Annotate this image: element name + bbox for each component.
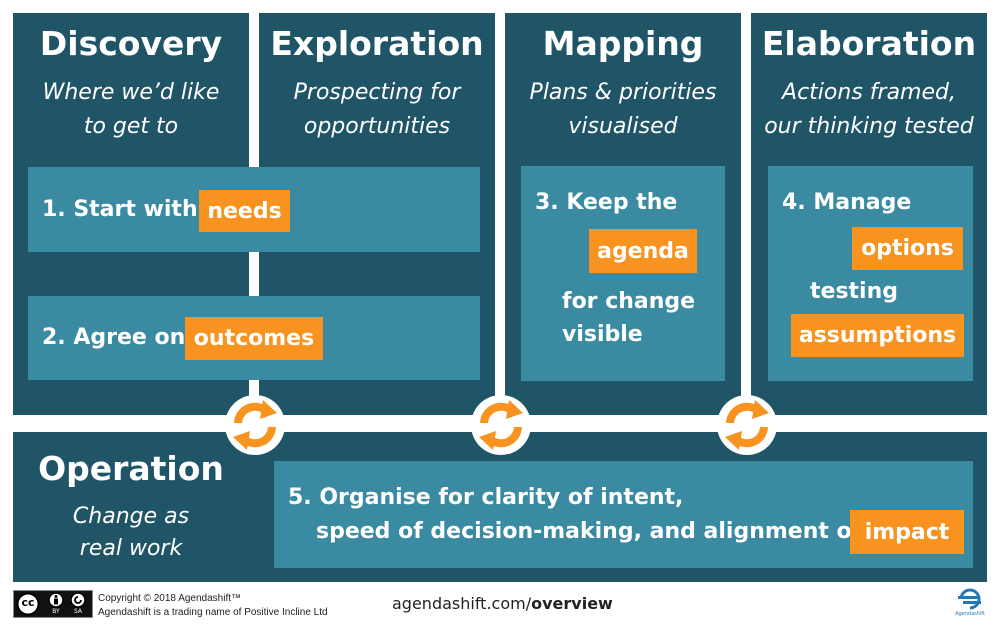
agendashift-logo-icon xyxy=(958,588,981,610)
column-subtitle-elaboration-1: Actions framed, xyxy=(782,80,956,105)
highlight-assumptions: assumptions xyxy=(791,314,964,357)
step-4-line-3: testing xyxy=(810,279,898,304)
operation-subtitle-2: real work xyxy=(79,536,183,561)
column-subtitle-discovery-2: to get to xyxy=(83,114,179,139)
highlight-agenda: agenda xyxy=(589,229,697,273)
cycle-arrows-icon xyxy=(717,395,777,455)
step-5-line-1: 5. Organise for clarity of intent, xyxy=(288,485,684,510)
step-3-line-1: 3. Keep the xyxy=(535,190,678,215)
column-subtitle-elaboration-2: our thinking tested xyxy=(764,114,974,139)
cc-icon xyxy=(16,592,40,616)
overview-link[interactable]: agendashift.com/overview xyxy=(392,594,613,613)
step-4-line-1: 4. Manage xyxy=(782,190,912,215)
column-subtitle-exploration-1: Prospecting for xyxy=(293,80,461,105)
highlight-needs: needs xyxy=(199,190,290,232)
column-title-elaboration: Elaboration xyxy=(761,24,977,63)
attribution-icon xyxy=(48,592,64,608)
column-title-mapping: Mapping xyxy=(542,24,704,63)
copyright-text: Copyright © 2018 Agendashift™ xyxy=(98,593,242,604)
cc-label: cc xyxy=(21,596,35,609)
highlight-outcomes: outcomes xyxy=(185,317,323,360)
highlight-options: options xyxy=(852,227,963,270)
agendashift-logo-text: Agendashift xyxy=(955,611,985,617)
step-1-text: 1. Start with xyxy=(42,197,198,222)
operation-title: Operation xyxy=(38,449,224,488)
column-subtitle-discovery-1: Where we’d like xyxy=(42,80,220,105)
column-title-discovery: Discovery xyxy=(39,24,223,63)
step-3-line-3: for change xyxy=(562,289,696,314)
step-5-line-2: speed of decision-making, and alignment … xyxy=(316,519,862,544)
column-subtitle-mapping-1: Plans & priorities xyxy=(529,80,717,105)
trading-name-text: Agendashift is a trading name of Positiv… xyxy=(98,607,328,618)
by-label: BY xyxy=(52,608,60,615)
column-subtitle-mapping-2: visualised xyxy=(568,114,678,139)
operation-subtitle-1: Change as xyxy=(72,504,190,529)
url-path: overview xyxy=(531,594,613,613)
share-alike-icon xyxy=(70,592,86,608)
cc-license-badge[interactable]: cc BY SA xyxy=(13,590,93,618)
highlight-impact: impact xyxy=(850,510,964,554)
step-2-text: 2. Agree on xyxy=(42,325,186,350)
column-subtitle-exploration-2: opportunities xyxy=(303,114,451,139)
sa-label: SA xyxy=(73,608,83,615)
column-title-exploration: Exploration xyxy=(270,24,484,63)
cycle-arrows-icon xyxy=(471,395,531,455)
step-3-box xyxy=(521,166,725,381)
url-prefix: agendashift.com/ xyxy=(392,594,532,613)
cycle-arrows-icon xyxy=(225,395,285,455)
step-3-line-4: visible xyxy=(562,322,643,347)
